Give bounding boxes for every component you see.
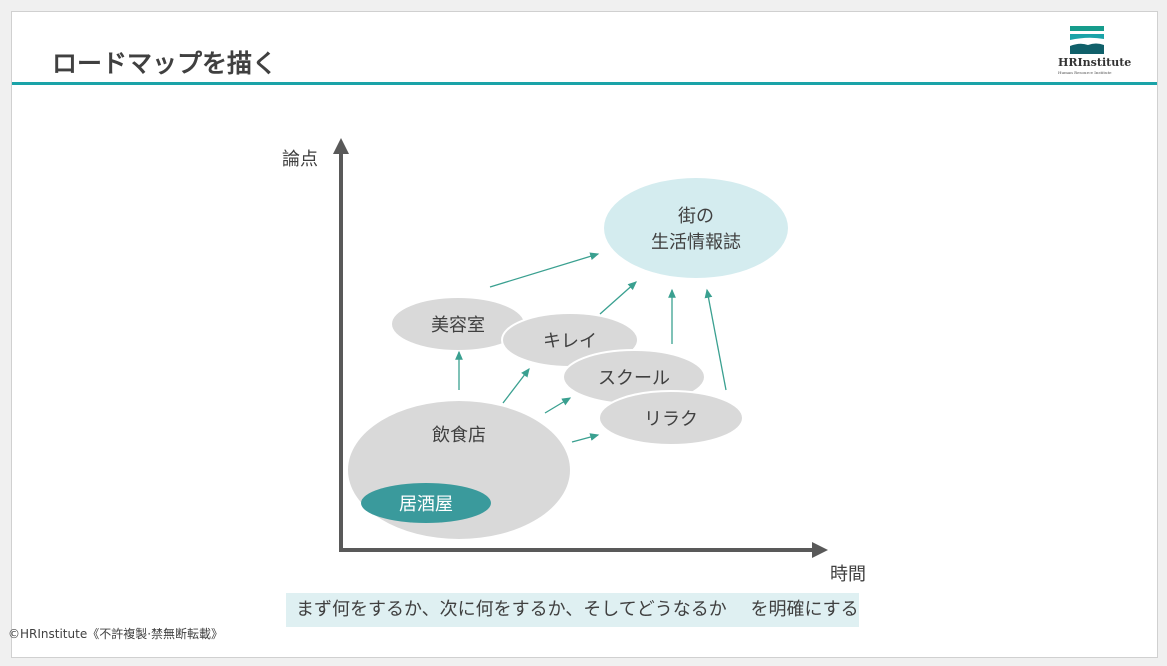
- node-relax: [598, 390, 744, 446]
- page-title: ロードマップを描く: [52, 49, 278, 78]
- key-message: まず何をするか、次に何をするか、そしてどうなるか を明確にする: [286, 593, 859, 627]
- hrinstitute-logo-icon: [1070, 26, 1104, 54]
- logo-text: HRInstitute: [1058, 56, 1132, 69]
- copyright-footer: ©HRInstitute《不許複製·禁無断転載》: [8, 627, 224, 641]
- izakaya-label: 居酒屋: [399, 494, 453, 515]
- relax-label: リラク: [644, 409, 698, 430]
- school-label: スクール: [598, 368, 670, 389]
- node-goal: [604, 178, 788, 278]
- arrows: [455, 252, 727, 443]
- goal-label-2: 生活情報誌: [651, 232, 741, 253]
- arrow: [599, 281, 637, 315]
- kirei-label: キレイ: [543, 331, 597, 352]
- arrow: [502, 367, 530, 404]
- beauty-salon-label: 美容室: [431, 315, 485, 336]
- node-izakaya: [361, 483, 491, 523]
- arrow: [544, 397, 572, 414]
- arrow: [571, 433, 600, 443]
- title-divider: [12, 82, 1157, 85]
- x-axis-label: 時間: [830, 564, 866, 585]
- logo-subtext: Human Resource Institute: [1058, 70, 1112, 75]
- arrow: [489, 252, 600, 288]
- arrow: [704, 288, 727, 391]
- y-axis-label: 論点: [282, 149, 318, 170]
- goal-label-1: 街の: [678, 206, 714, 227]
- restaurant-label: 飲食店: [432, 425, 486, 446]
